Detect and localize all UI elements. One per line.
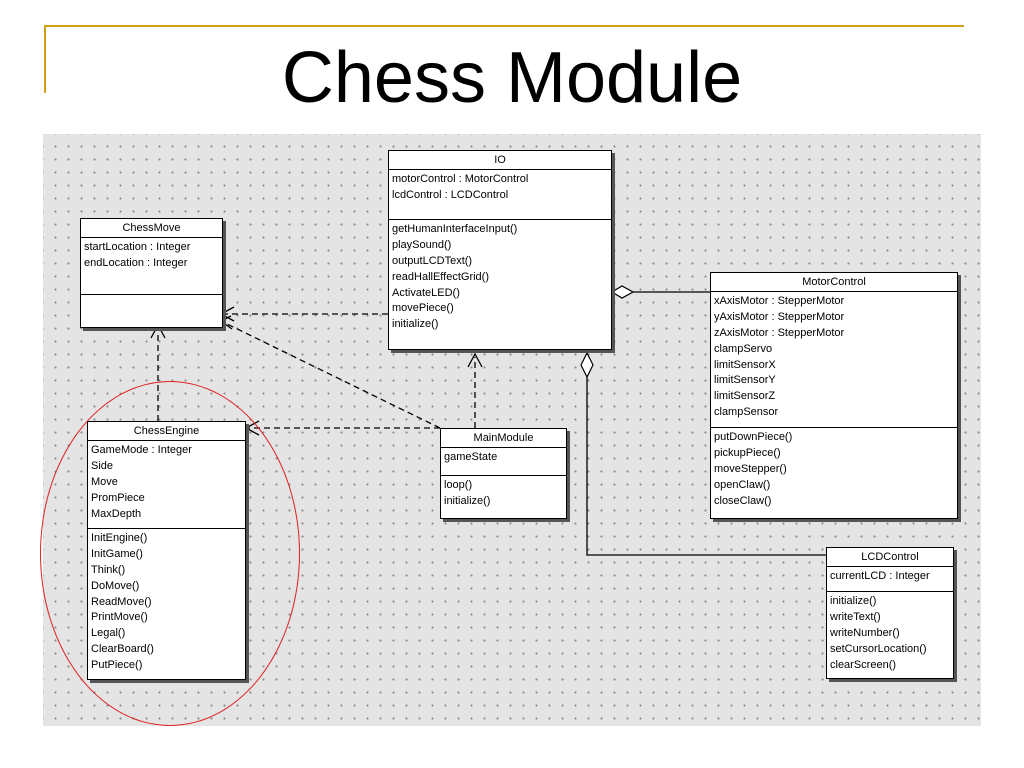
attribute: zAxisMotor : StepperMotor: [714, 326, 845, 339]
class-lcdcontrol: LCDControl currentLCD : Integer initiali…: [826, 547, 954, 679]
title-accent-line: [44, 25, 964, 27]
method: initialize(): [392, 318, 439, 331]
method: playSound(): [392, 238, 452, 251]
method: getHumanInterfaceInput(): [392, 223, 518, 235]
attribute: currentLCD : Integer: [830, 570, 930, 582]
method: writeText(): [830, 610, 881, 623]
attributes-section: currentLCD : Integer: [827, 567, 953, 592]
attribute: xAxisMotor : StepperMotor: [714, 295, 845, 307]
attribute: limitSensorZ: [714, 390, 776, 403]
attribute: gameState: [444, 451, 498, 463]
class-name: IO: [389, 151, 611, 170]
class-name: LCDControl: [827, 548, 953, 567]
method: putDownPiece(): [714, 431, 793, 443]
method: initialize(): [830, 595, 877, 607]
method: movePiece(): [392, 302, 454, 315]
class-name: ChessMove: [81, 219, 222, 238]
attribute: yAxisMotor : StepperMotor: [714, 310, 845, 323]
method: clearScreen(): [830, 658, 897, 671]
class-name: MainModule: [441, 429, 566, 448]
slide-title: Chess Module: [281, 38, 743, 118]
attribute: limitSensorX: [714, 358, 776, 371]
class-io: IO motorControl : MotorControl lcdContro…: [388, 150, 612, 350]
attribute: limitSensorY: [714, 374, 776, 387]
methods-section: loop() initialize(): [441, 476, 566, 518]
attributes-section: startLocation : Integer endLocation : In…: [81, 238, 222, 295]
attributes-section: xAxisMotor : StepperMotor yAxisMotor : S…: [711, 292, 957, 428]
method: closeClaw(): [714, 494, 772, 507]
class-motorcontrol: MotorControl xAxisMotor : StepperMotor y…: [710, 272, 958, 519]
highlight-ellipse: [40, 381, 300, 726]
methods-section: [81, 295, 222, 327]
method: initialize(): [444, 494, 491, 507]
class-mainmodule: MainModule gameState loop() initialize(): [440, 428, 567, 519]
attributes-section: motorControl : MotorControl lcdControl :…: [389, 170, 611, 220]
method: loop(): [444, 479, 473, 491]
method: setCursorLocation(): [830, 642, 927, 655]
class-chessmove: ChessMove startLocation : Integer endLoc…: [80, 218, 223, 328]
method: outputLCDText(): [392, 254, 473, 267]
method: readHallEffectGrid(): [392, 270, 489, 283]
method: openClaw(): [714, 478, 771, 491]
method: moveStepper(): [714, 462, 787, 475]
attribute: motorControl : MotorControl: [392, 173, 529, 185]
attribute: startLocation : Integer: [84, 241, 191, 253]
methods-section: putDownPiece() pickupPiece() moveStepper…: [711, 428, 957, 518]
title-accent-bar: [44, 25, 46, 93]
method: ActivateLED(): [392, 286, 460, 299]
method: writeNumber(): [830, 626, 900, 639]
attribute: clampServo: [714, 342, 773, 355]
class-name: MotorControl: [711, 273, 957, 292]
attribute: endLocation : Integer: [84, 256, 188, 269]
methods-section: initialize() writeText() writeNumber() s…: [827, 592, 953, 678]
attribute: lcdControl : LCDControl: [392, 188, 509, 201]
method: pickupPiece(): [714, 446, 781, 459]
methods-section: getHumanInterfaceInput() playSound() out…: [389, 220, 611, 349]
attribute: clampSensor: [714, 406, 779, 419]
attributes-section: gameState: [441, 448, 566, 476]
